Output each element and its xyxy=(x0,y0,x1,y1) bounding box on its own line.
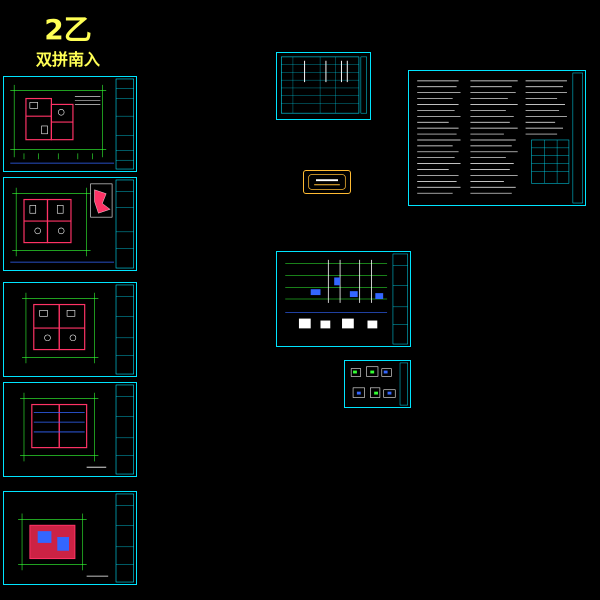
drawing-title: 2乙 xyxy=(44,13,92,46)
approval-stamp xyxy=(303,170,351,194)
sheet-floor-plan-1[interactable] xyxy=(3,76,137,172)
floor-plan-4-drawing xyxy=(20,384,134,475)
stamp-mark xyxy=(308,174,346,190)
sheet-design-notes[interactable] xyxy=(408,70,586,206)
drawing-index-table xyxy=(280,56,367,114)
sheet-floor-plan-3[interactable] xyxy=(3,282,137,377)
floor-plan-3-drawing xyxy=(22,284,134,375)
sheet-details[interactable] xyxy=(344,360,411,408)
details-drawing xyxy=(350,362,408,406)
system-diagram-drawing xyxy=(285,253,408,345)
design-notes-text xyxy=(417,72,583,204)
roof-plan-drawing xyxy=(18,493,134,583)
sheet-floor-plan-4[interactable] xyxy=(3,382,137,477)
sheet-drawing-index[interactable] xyxy=(276,52,371,120)
drawing-subtitle: 双拼南入 xyxy=(35,50,100,69)
sheet-system-diagram[interactable] xyxy=(276,251,411,347)
sheet-floor-plan-2[interactable] xyxy=(3,177,137,271)
floor-plan-2-drawing xyxy=(10,179,134,269)
floor-plan-1-drawing xyxy=(10,78,134,170)
sheet-roof-plan[interactable] xyxy=(3,491,137,585)
